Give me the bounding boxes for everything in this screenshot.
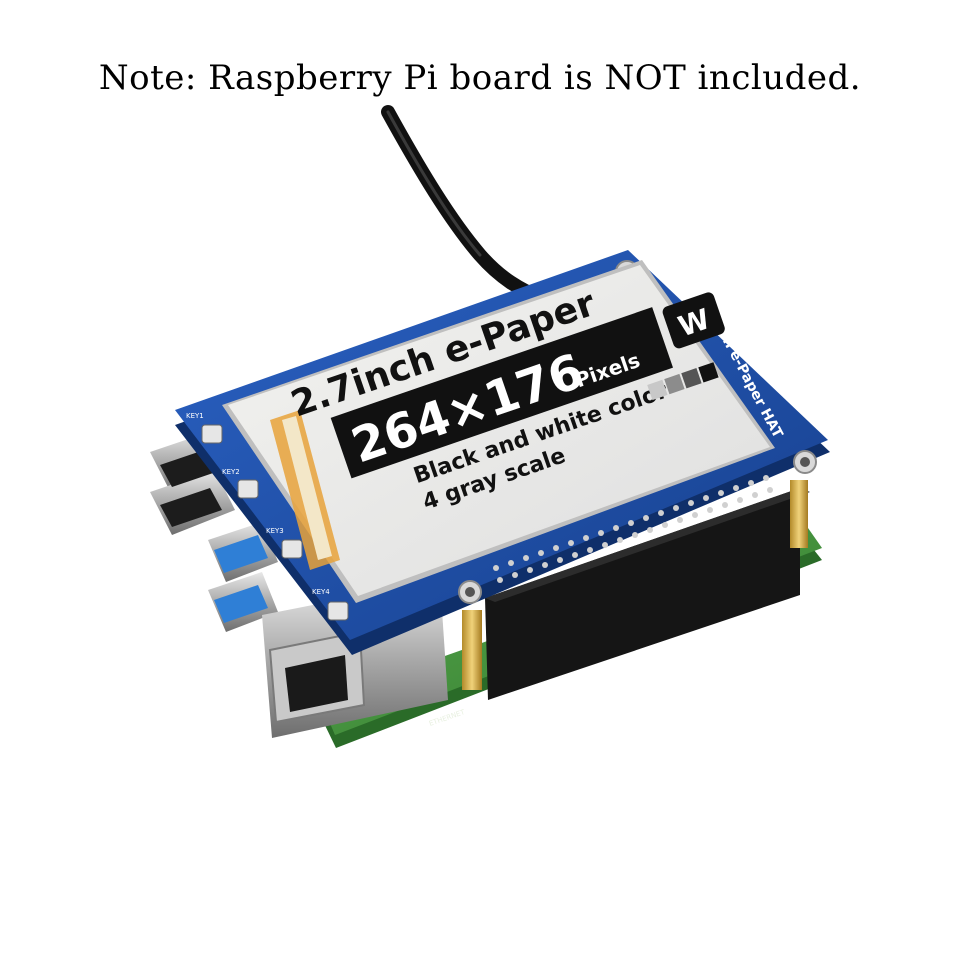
key3-label: KEY3 xyxy=(266,527,284,535)
key1-label: KEY1 xyxy=(186,412,204,420)
svg-text:ETHERNET: ETHERNET xyxy=(428,708,466,728)
usb-cable xyxy=(381,105,552,307)
gray-scale-swatches xyxy=(647,362,719,401)
note-caption: Note: Raspberry Pi board is NOT included… xyxy=(98,58,862,98)
gpio-header-block xyxy=(485,488,810,700)
key2-label: KEY2 xyxy=(222,468,240,476)
standoffs xyxy=(462,480,808,690)
key-buttons: KEY1 KEY2 KEY3 KEY4 xyxy=(186,412,349,621)
key4-label: KEY4 xyxy=(312,588,330,596)
